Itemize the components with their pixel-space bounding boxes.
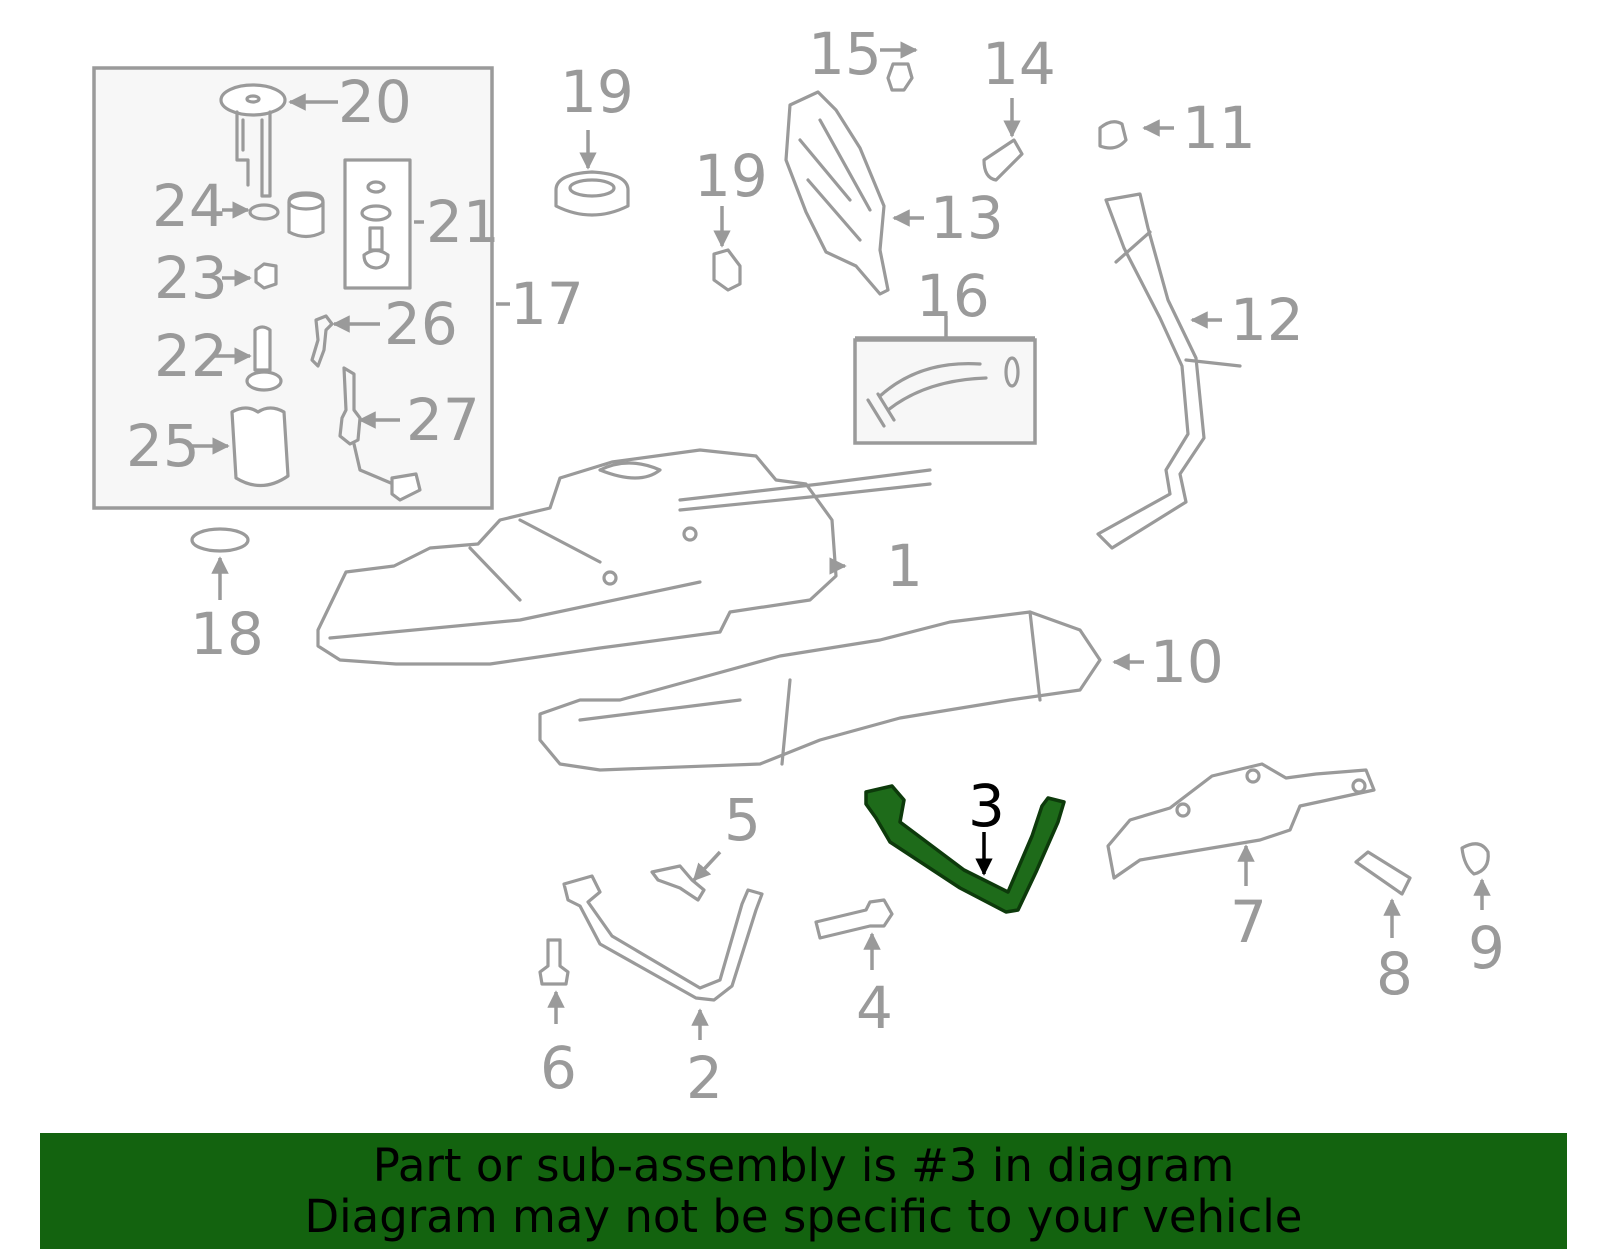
callout-19-clip[interactable]: 19: [694, 142, 768, 210]
heat-insulator-part: [538, 610, 1102, 772]
callout-12[interactable]: 12: [1230, 286, 1304, 354]
callout-10[interactable]: 10: [1150, 628, 1224, 696]
grommet-14: [982, 138, 1024, 182]
fuel-tank-part: [316, 448, 838, 666]
clip-part: [712, 248, 742, 292]
part-info-banner: Part or sub-assembly is #3 in diagram Di…: [40, 1133, 1567, 1249]
callout-13[interactable]: 13: [930, 184, 1004, 252]
plug-9: [1460, 842, 1490, 876]
callout-labels: 1 2 3 4 5 6 7 8 9 10 11 12 13 14 15 16 1…: [126, 20, 1505, 1112]
callout-19-insulator[interactable]: 19: [560, 58, 634, 126]
banner-line-disclaimer: Diagram may not be specific to your vehi…: [304, 1190, 1303, 1243]
callout-2[interactable]: 2: [686, 1044, 723, 1112]
fuel-pump-kit-box: [92, 66, 494, 510]
callout-4[interactable]: 4: [856, 974, 893, 1042]
clip-5: [650, 864, 706, 902]
callout-14[interactable]: 14: [982, 30, 1056, 98]
callout-6[interactable]: 6: [540, 1034, 577, 1102]
callout-27[interactable]: 27: [406, 386, 480, 454]
callout-26[interactable]: 26: [384, 290, 458, 358]
callout-24[interactable]: 24: [152, 172, 226, 240]
callout-18[interactable]: 18: [190, 600, 264, 668]
callout-3[interactable]: 3: [968, 772, 1005, 840]
fastener-15: [886, 62, 914, 92]
cap-11: [1098, 120, 1128, 150]
callout-22[interactable]: 22: [154, 322, 228, 390]
callout-15[interactable]: 15: [808, 20, 882, 88]
callout-16[interactable]: 16: [916, 262, 990, 330]
bolt-6: [538, 938, 570, 986]
callout-5[interactable]: 5: [724, 786, 761, 854]
bolt-4: [814, 898, 894, 940]
fuel-tank-strap-2: [562, 874, 764, 1002]
callout-8[interactable]: 8: [1376, 940, 1413, 1008]
callout-23[interactable]: 23: [154, 244, 228, 312]
filler-pipe-part: [1096, 192, 1242, 550]
pin-8: [1354, 850, 1412, 896]
protector-part: [784, 90, 890, 296]
fuel-hose-kit: [853, 338, 1037, 445]
insulator-part: [554, 170, 630, 217]
leader-lines: [190, 41, 1491, 1040]
callout-17[interactable]: 17: [510, 270, 584, 338]
callout-9[interactable]: 9: [1468, 914, 1505, 982]
callout-7[interactable]: 7: [1230, 888, 1267, 956]
callout-25[interactable]: 25: [126, 412, 200, 480]
fuel-tank-strap-highlight: [864, 784, 1066, 914]
gasket-part: [190, 527, 250, 553]
callout-20[interactable]: 20: [338, 68, 412, 136]
tank-bracket-part: [1106, 762, 1376, 880]
callout-11[interactable]: 11: [1182, 94, 1256, 162]
callout-21[interactable]: 21: [426, 188, 500, 256]
callout-1[interactable]: 1: [886, 532, 923, 600]
banner-line-part-number: Part or sub-assembly is #3 in diagram: [372, 1139, 1235, 1192]
